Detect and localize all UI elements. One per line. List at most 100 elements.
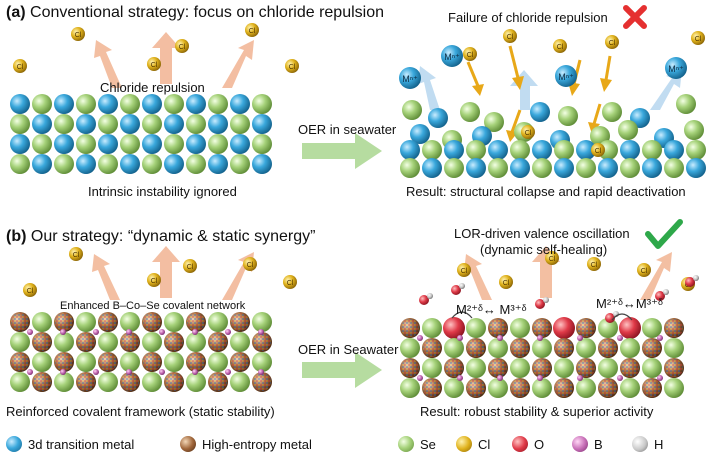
metal-ion	[555, 65, 577, 87]
oxygen-atom	[535, 299, 545, 309]
boron-atom	[27, 329, 33, 335]
se-atom	[488, 158, 508, 178]
se-atom	[32, 352, 52, 372]
transition-metal-atom	[10, 94, 30, 114]
legend-high-entropy: High-entropy metal	[180, 436, 312, 452]
metal-ion	[665, 57, 687, 79]
legend-h: H	[632, 436, 663, 452]
metal-ion-symbol: Mⁿ⁺	[402, 74, 418, 84]
se-atom	[576, 158, 596, 178]
legend-label: High-entropy metal	[202, 436, 312, 452]
se-atom	[54, 372, 74, 392]
se-atom	[510, 358, 530, 378]
transition-metal-atom	[54, 94, 74, 114]
boron-atom	[417, 335, 423, 341]
se-atom	[598, 358, 618, 378]
se-atom	[686, 140, 706, 160]
transition-metal-atom	[620, 140, 640, 160]
se-atom	[422, 318, 442, 338]
transition-metal-atom	[466, 158, 486, 178]
transition-metal-atom	[230, 94, 250, 114]
valence-arrows	[451, 311, 633, 321]
process-arrow-a	[302, 133, 382, 169]
se-atom	[120, 312, 140, 332]
panel-a-title-text: Conventional strategy: focus on chloride…	[30, 4, 384, 21]
transition-metal-atom	[576, 140, 596, 160]
cl-symbol: Cl	[75, 32, 82, 39]
transition-metal-atom	[32, 114, 52, 134]
lor-line1: LOR-driven valence oscillation	[454, 226, 630, 241]
se-atom	[98, 114, 118, 134]
high-entropy-texture	[467, 379, 485, 397]
se-atom	[642, 140, 662, 160]
high-entropy-texture	[165, 333, 183, 351]
se-atom	[164, 312, 184, 332]
boron-atom	[258, 329, 264, 335]
transition-metal-atom	[164, 114, 184, 134]
transition-metal-atom	[76, 154, 96, 174]
chloride-atom	[23, 283, 37, 297]
oxygen-rich-atom	[553, 317, 575, 339]
high-entropy-texture	[143, 313, 161, 331]
boron-atom	[537, 375, 543, 381]
high-entropy-texture	[143, 353, 161, 371]
high-entropy-texture	[533, 359, 551, 377]
cl-symbol: Cl	[179, 44, 186, 51]
se-atom	[98, 372, 118, 392]
se-atom	[10, 154, 30, 174]
se-atom	[252, 134, 272, 154]
boron-atom	[537, 335, 543, 341]
se-atom	[230, 114, 250, 134]
boron-atom	[577, 335, 583, 341]
chloride-atom	[605, 35, 619, 49]
se-atom	[10, 372, 30, 392]
boron-atom	[497, 335, 503, 341]
se-atom	[76, 94, 96, 114]
chloride-atom	[13, 59, 27, 73]
transition-metal-atom	[98, 134, 118, 154]
boron-atom	[60, 329, 66, 335]
transition-metal-atom	[554, 158, 574, 178]
cl-swatch	[456, 436, 472, 452]
transition-metal-atom	[186, 94, 206, 114]
high-entropy-texture	[253, 333, 271, 351]
high-entropy-texture	[643, 339, 661, 357]
transition-metal-atom	[142, 94, 162, 114]
metal-ion	[399, 67, 421, 89]
boron-atom	[126, 369, 132, 375]
se-atom	[98, 332, 118, 352]
legend-label: O	[534, 436, 545, 452]
chloride-atom	[503, 29, 517, 43]
valence-left-label: M²⁺ᵟ↔ M³⁺ᵟ	[456, 302, 527, 317]
self-healing-lattice-b	[400, 317, 684, 398]
high-entropy-texture	[555, 379, 573, 397]
oxygen-rich-atom	[619, 317, 641, 339]
transition-metal-atom	[428, 108, 448, 128]
se-atom	[400, 158, 420, 178]
se-atom	[402, 100, 422, 120]
transition-metal-atom	[510, 158, 530, 178]
se-atom	[208, 312, 228, 332]
metal-ion-symbol: Mⁿ⁺	[444, 52, 460, 62]
cl-symbol: Cl	[73, 252, 80, 259]
transition-metal-atom	[10, 134, 30, 154]
transition-metal-atom	[208, 114, 228, 134]
boron-atom	[657, 335, 663, 341]
transition-metal-atom	[76, 114, 96, 134]
se-atom	[252, 312, 272, 332]
cl-symbol: Cl	[461, 268, 468, 275]
cl-symbol: Cl	[27, 288, 34, 295]
legend-se: Se	[398, 436, 436, 452]
high-entropy-texture	[489, 359, 507, 377]
se-atom	[54, 154, 74, 174]
high-entropy-texture	[187, 353, 205, 371]
chloride-atom	[553, 39, 567, 53]
oer-seawater-label-a: OER in seawater	[298, 122, 397, 137]
transition-metal-atom	[208, 154, 228, 174]
se-atom	[142, 372, 162, 392]
boron-atom	[417, 375, 423, 381]
reinforced-lattice-b	[10, 312, 272, 392]
high-entropy-texture	[423, 339, 441, 357]
process-arrow-b	[302, 352, 382, 388]
